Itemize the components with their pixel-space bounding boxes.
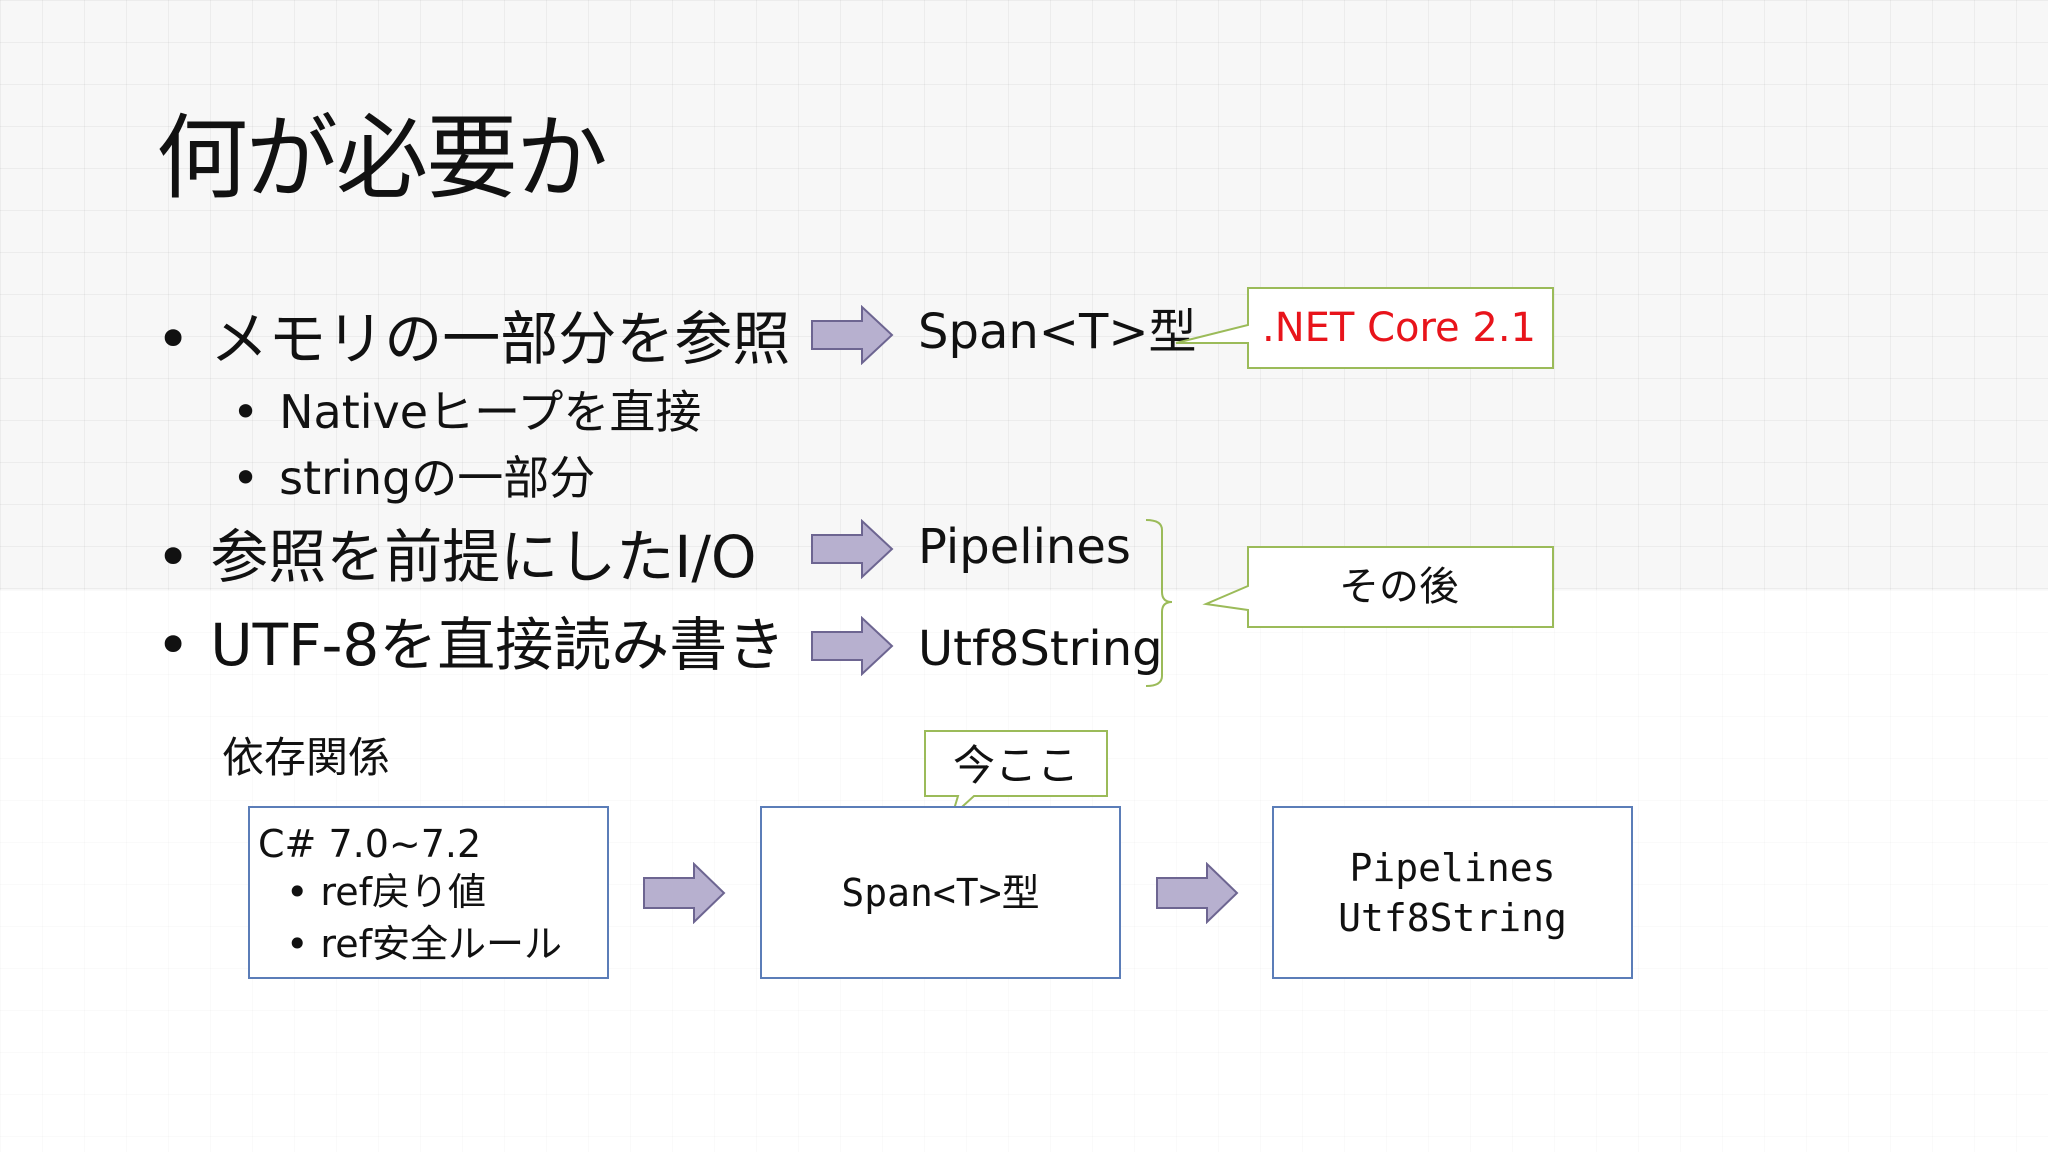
slide-title: 何が必要か	[156, 105, 608, 212]
sub-bullet-native-heap: • Nativeヒープを直接	[232, 384, 701, 440]
dependency-label: 依存関係	[222, 733, 391, 782]
utf8string-box-text: Utf8String	[1338, 895, 1567, 940]
csharp-item-ref-return-text: ref戻り値	[320, 870, 486, 914]
target-pipelines: Pipelines	[918, 519, 1131, 575]
bullet-io-text: 参照を前提にしたI/O	[210, 523, 757, 591]
bullet-dot: •	[286, 870, 309, 914]
span-box-text: Span<T>型	[841, 870, 1040, 915]
bracket-shape	[1145, 519, 1173, 687]
grid-background	[0, 0, 2048, 590]
netcore-callout-shape	[1175, 287, 1554, 369]
bullet-dot: •	[156, 523, 191, 591]
later-callout-text: その後	[1339, 564, 1459, 610]
arrow-right-icon	[811, 616, 894, 676]
bullet-dot: •	[286, 922, 309, 966]
csharp-item-ref-safety-text: ref安全ルール	[320, 922, 562, 966]
sub-bullet-native-heap-text: Nativeヒープを直接	[279, 385, 702, 439]
sub-bullet-string-part-text: stringの一部分	[279, 451, 596, 505]
sub-bullet-string-part: • stringの一部分	[232, 450, 595, 506]
dependency-box-span: Span<T>型	[760, 806, 1121, 979]
bullet-memory-text: メモリの一部分を参照	[210, 305, 791, 373]
bullet-utf8: • UTF-8を直接読み書き	[156, 610, 785, 680]
bullet-utf8-text: UTF-8を直接読み書き	[210, 611, 786, 679]
netcore-callout-text: .NET Core 2.1	[1262, 305, 1536, 351]
target-utf8string: Utf8String	[918, 621, 1163, 677]
dependency-box-pipelines: Pipelines Utf8String	[1272, 806, 1633, 979]
arrow-right-icon	[643, 862, 726, 924]
later-callout-shape	[1202, 546, 1554, 628]
target-span: Span<T>型	[918, 304, 1197, 360]
csharp-item-ref-safety: •ref安全ルール	[286, 920, 562, 968]
bullet-memory: • メモリの一部分を参照	[156, 304, 790, 374]
bullet-dot: •	[232, 451, 260, 505]
csharp-item-ref-return: •ref戻り値	[286, 868, 486, 916]
arrow-right-icon	[811, 305, 894, 365]
bullet-io: • 参照を前提にしたI/O	[156, 522, 757, 592]
arrow-right-icon	[811, 519, 894, 579]
pipelines-box-text: Pipelines	[1349, 845, 1556, 890]
bullet-dot: •	[232, 385, 260, 439]
here-callout-text: 今ここ	[952, 740, 1079, 790]
bullet-dot: •	[156, 305, 191, 373]
dependency-box-csharp: C# 7.0~7.2 •ref戻り値 •ref安全ルール	[248, 806, 609, 979]
bullet-dot: •	[156, 611, 191, 679]
arrow-right-icon	[1156, 862, 1239, 924]
csharp-version-heading: C# 7.0~7.2	[258, 822, 482, 866]
